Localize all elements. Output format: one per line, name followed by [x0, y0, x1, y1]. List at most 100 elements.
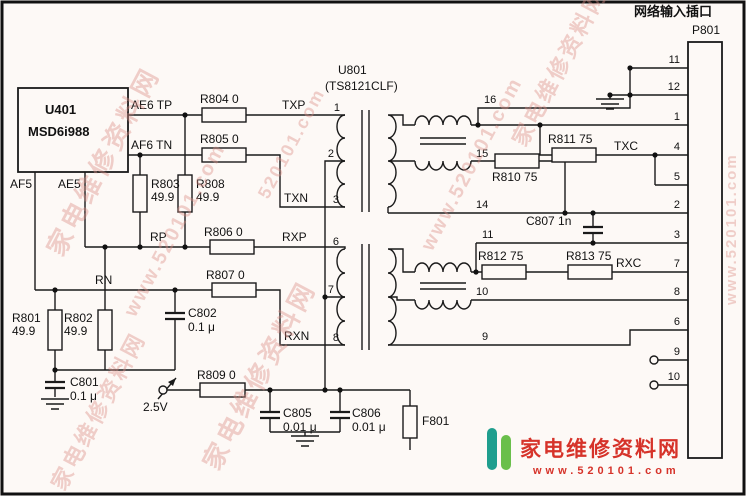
resistor-r810	[494, 153, 540, 169]
p801-pin-1: 1	[674, 111, 680, 123]
logo-site-name: 家电维修资料网	[520, 437, 681, 461]
label-c806-ref: C806	[352, 406, 381, 420]
logo-site-url: www.520101.com	[532, 465, 680, 477]
connector-p801-body	[687, 41, 723, 459]
label-r811: R811 75	[548, 132, 593, 146]
label-r810: R810 75	[492, 170, 538, 184]
label-c805-ref: C805	[283, 406, 312, 420]
resistor-r803	[132, 174, 148, 213]
p801-pin-6: 6	[674, 316, 680, 328]
transformer-top-coils	[336, 110, 472, 212]
p801-pin-11: 11	[669, 54, 680, 66]
resistor-r807	[211, 282, 257, 298]
ground-symbols	[41, 98, 624, 447]
p801-pin-10: 10	[668, 371, 680, 383]
net-rxc: RXC	[616, 256, 642, 270]
logo-bar-icon	[487, 428, 497, 470]
u401-pin-tn: AF6 TN	[131, 138, 172, 152]
ground-icon	[596, 98, 624, 110]
p801-pin-3: 3	[674, 229, 680, 241]
net-txp: TXP	[282, 98, 305, 112]
xfmr-pin-1: 1	[334, 102, 340, 114]
testpoint-2v5	[158, 385, 168, 395]
fuse-f801	[402, 405, 418, 439]
wires-left	[34, 114, 411, 450]
p801-pin-5: 5	[674, 171, 680, 183]
labels: 网络输入插口 P801 U401 MSD6i988 AE6 TP AF6 TN …	[10, 4, 720, 434]
u401-ref: U401	[45, 102, 76, 117]
xfmr-pin-11: 11	[482, 229, 493, 241]
label-c801-val: 0.1 μ	[70, 389, 97, 403]
u401-pin-af5: AF5	[10, 177, 32, 191]
label-c806-val: 0.01 μ	[352, 420, 386, 434]
capacitor-plates	[45, 225, 603, 420]
label-r808-val: 49.9	[196, 190, 220, 204]
ground-icon	[291, 435, 319, 447]
xfmr-pin-15: 15	[476, 148, 488, 160]
net-txn: TXN	[284, 191, 308, 205]
p801-pin-9: 9	[674, 346, 680, 358]
xfmr-pin-9: 9	[482, 331, 488, 343]
resistor-r812	[481, 264, 527, 280]
label-r806: R806 0	[204, 225, 243, 239]
p801-pin-4: 4	[674, 141, 680, 153]
label-r804: R804 0	[200, 92, 239, 106]
label-r803-ref: R803	[151, 177, 180, 191]
connector-title: 网络输入插口	[634, 4, 712, 19]
u401-pin-ae5: AE5	[58, 177, 81, 191]
c806-plates	[330, 410, 350, 420]
net-rn: RN	[95, 273, 112, 287]
net-txc: TXC	[614, 139, 638, 153]
resistor-r809	[199, 382, 246, 398]
net-rxn: RXN	[284, 329, 309, 343]
xfmr-pin-2: 2	[328, 148, 334, 160]
xfmr-pin-8: 8	[333, 332, 339, 344]
label-r807: R807 0	[206, 268, 245, 282]
resistor-r806	[209, 239, 255, 255]
watermark-text: www.520101.com	[723, 153, 740, 306]
label-r801-val: 49.9	[12, 324, 36, 338]
ground-icon	[41, 398, 69, 410]
label-r805: R805 0	[200, 132, 239, 146]
c807-plates	[583, 225, 603, 235]
label-r802-ref: R802	[64, 311, 93, 325]
xfmr-pin-14: 14	[476, 199, 488, 211]
c802-plates	[165, 311, 185, 321]
c805-plates	[260, 410, 280, 420]
label-r813: R813 75	[566, 249, 612, 263]
u401-pin-tp: AE6 TP	[131, 98, 172, 112]
junction-dots	[52, 65, 658, 393]
c801-plates	[45, 380, 65, 390]
site-logo: 家电维修资料网 www.520101.com	[487, 428, 681, 477]
resistor-r805	[201, 147, 247, 163]
connector-ref: P801	[692, 23, 720, 37]
label-c802-ref: C802	[188, 306, 217, 320]
xfmr-pin-6: 6	[333, 236, 339, 248]
resistor-r802	[97, 309, 113, 351]
xfmr-pin-7: 7	[328, 284, 334, 296]
u801-ref: U801	[338, 63, 367, 77]
label-r808-ref: R808	[196, 177, 225, 191]
label-r802-val: 49.9	[64, 324, 88, 338]
net-rxp: RXP	[282, 230, 307, 244]
p801-pin-7: 7	[674, 258, 680, 270]
resistor-r811	[551, 147, 597, 163]
label-f801: F801	[422, 414, 450, 428]
resistor-r804	[201, 107, 247, 123]
open-terminal-pin10	[649, 380, 659, 390]
label-c807: C807 1n	[526, 214, 571, 228]
arrow-head	[168, 378, 176, 386]
open-terminals	[158, 355, 659, 395]
open-terminal-pin9	[649, 355, 659, 365]
resistor-r808	[177, 174, 193, 213]
xfmr-pin-16: 16	[484, 94, 496, 106]
xfmr-pin-10: 10	[476, 286, 488, 298]
xfmr-pin-3: 3	[333, 194, 339, 206]
logo-bar-icon	[501, 435, 511, 470]
component-bodies	[17, 41, 723, 459]
label-c805-val: 0.01 μ	[283, 420, 317, 434]
